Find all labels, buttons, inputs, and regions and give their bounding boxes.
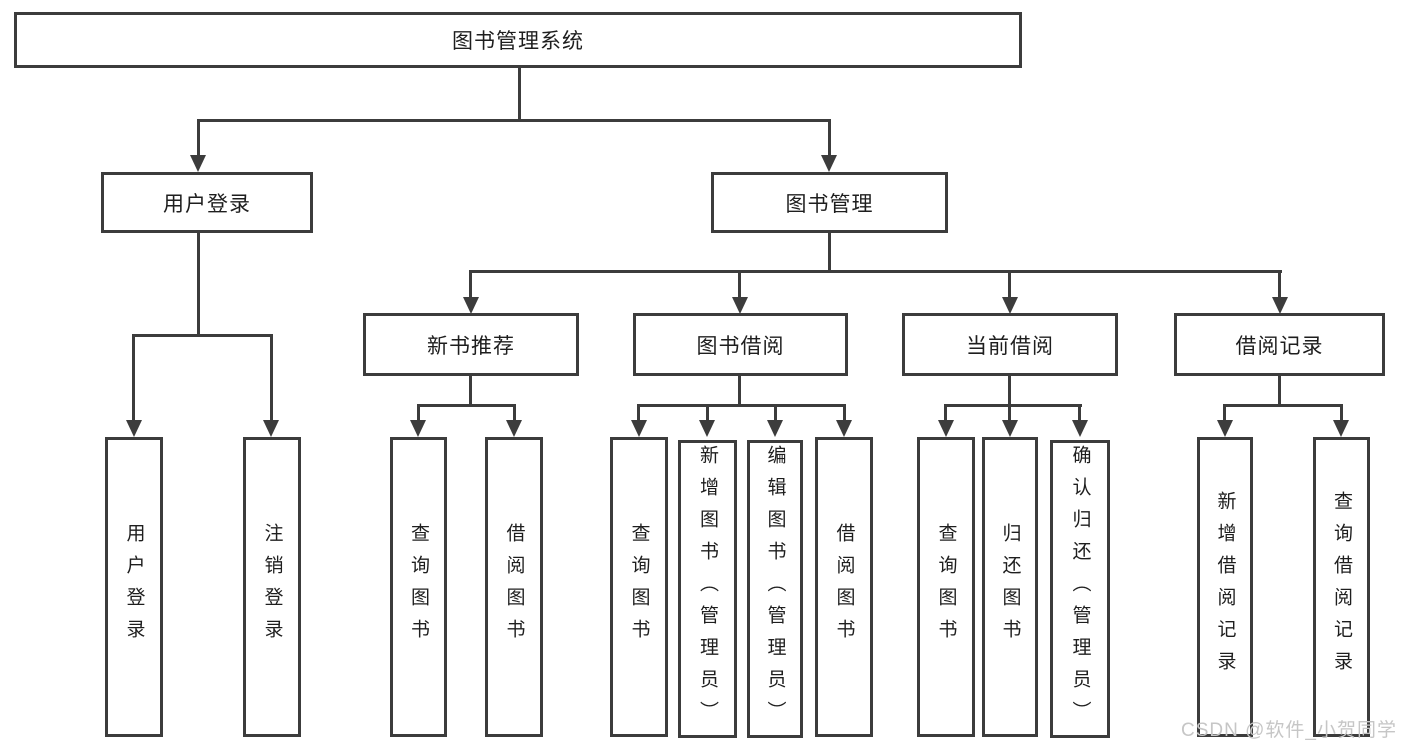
- arrow-down-icon-new-book: [463, 297, 479, 314]
- node-user-login: 用户登录: [101, 172, 313, 233]
- arrow-down-icon-leaf-edit-book: [767, 420, 783, 437]
- arrow-down-icon-book-management: [821, 155, 837, 172]
- leaf-return-book: 归还图书: [982, 437, 1038, 737]
- connector-borrow-records-branch: [1223, 404, 1343, 407]
- leaf-confirm-return-admin-label: 确认归还（管理员）: [1069, 445, 1091, 733]
- leaf-logout-label: 注销登录: [261, 523, 283, 651]
- arrow-down-icon-user-login: [190, 155, 206, 172]
- connector-leaf-shaft: [706, 404, 709, 422]
- arrow-down-icon-leaf-user-login: [126, 420, 142, 437]
- leaf-query-books-3-label: 查询图书: [935, 523, 957, 651]
- leaf-borrow-books-1: 借阅图书: [485, 437, 543, 737]
- node-book-management-label: 图书管理: [785, 192, 874, 216]
- leaf-query-books-2-label: 查询图书: [628, 523, 650, 651]
- connector-borrow-records-shaft: [1278, 270, 1281, 300]
- connector-root-branch: [197, 119, 831, 122]
- leaf-add-borrow-record-label: 新增借阅记录: [1214, 491, 1236, 683]
- connector-new-book-trunk: [469, 376, 472, 406]
- connector-leaf-shaft: [944, 404, 947, 422]
- connector-user-login-branch: [132, 334, 273, 337]
- connector-book-management-shaft: [828, 119, 831, 157]
- connector-leaf-shaft: [417, 404, 420, 422]
- node-new-book-recommend: 新书推荐: [363, 313, 579, 376]
- leaf-query-books-2: 查询图书: [610, 437, 668, 737]
- connector-leaf-shaft: [774, 404, 777, 422]
- arrow-down-icon-borrow-records: [1272, 297, 1288, 314]
- connector-new-book-branch: [417, 404, 516, 407]
- leaf-return-book-label: 归还图书: [999, 523, 1021, 651]
- arrow-down-icon-leaf-return-book: [1002, 420, 1018, 437]
- arrow-down-icon-book-borrow: [732, 297, 748, 314]
- node-current-borrow-label: 当前借阅: [966, 334, 1054, 358]
- arrow-down-icon-leaf-borrow-books-1: [506, 420, 522, 437]
- node-current-borrow: 当前借阅: [902, 313, 1118, 376]
- leaf-borrow-books-2-label: 借阅图书: [833, 523, 855, 651]
- leaf-logout: 注销登录: [243, 437, 301, 737]
- leaf-edit-book-admin: 编辑图书（管理员）: [747, 440, 803, 738]
- node-book-borrow: 图书借阅: [633, 313, 848, 376]
- leaf-edit-book-admin-label: 编辑图书（管理员）: [764, 445, 786, 733]
- leaf-query-borrow-record: 查询借阅记录: [1313, 437, 1370, 737]
- connector-new-book-shaft: [469, 270, 472, 300]
- connector-root-trunk: [518, 68, 521, 121]
- node-book-borrow-label: 图书借阅: [696, 334, 785, 358]
- connector-current-borrow-trunk: [1008, 376, 1011, 406]
- connector-leaf-shaft: [843, 404, 846, 422]
- connector-book-borrow-trunk: [738, 376, 741, 406]
- connector-book-management-trunk: [828, 233, 831, 272]
- node-root-label: 图书管理系统: [452, 30, 584, 53]
- connector-book-management-branch: [469, 270, 1282, 273]
- arrow-down-icon-leaf-query-books-3: [938, 420, 954, 437]
- arrow-down-icon-leaf-query-books-1: [410, 420, 426, 437]
- node-user-login-label: 用户登录: [163, 192, 251, 216]
- leaf-add-book-admin-label: 新增图书（管理员）: [697, 445, 718, 733]
- node-new-book-recommend-label: 新书推荐: [427, 334, 515, 358]
- arrow-down-icon-leaf-confirm-return: [1072, 420, 1088, 437]
- connector-leaf-shaft: [1008, 404, 1011, 422]
- arrow-down-icon-leaf-logout: [263, 420, 279, 437]
- leaf-add-book-admin: 新增图书（管理员）: [678, 440, 737, 738]
- leaf-user-login-label: 用户登录: [123, 523, 145, 651]
- node-book-management: 图书管理: [711, 172, 948, 233]
- leaf-user-login: 用户登录: [105, 437, 163, 737]
- connector-current-borrow-shaft: [1008, 270, 1011, 300]
- leaf-query-books-1: 查询图书: [390, 437, 447, 737]
- leaf-query-books-3: 查询图书: [917, 437, 975, 737]
- node-root: 图书管理系统: [14, 12, 1022, 68]
- connector-book-borrow-shaft: [738, 270, 741, 300]
- leaf-add-borrow-record: 新增借阅记录: [1197, 437, 1253, 737]
- connector-leaf-shaft: [1223, 404, 1226, 422]
- arrow-down-icon-leaf-query-books-2: [631, 420, 647, 437]
- leaf-borrow-books-1-label: 借阅图书: [503, 523, 525, 651]
- arrow-down-icon-leaf-add-record: [1217, 420, 1233, 437]
- connector-leaf-logout-shaft: [270, 334, 273, 421]
- connector-leaf-shaft: [637, 404, 640, 422]
- arrow-down-icon-leaf-query-record: [1333, 420, 1349, 437]
- arrow-down-icon-leaf-add-book: [699, 420, 715, 437]
- leaf-borrow-books-2: 借阅图书: [815, 437, 873, 737]
- connector-book-borrow-branch: [637, 404, 846, 407]
- connector-leaf-shaft: [1340, 404, 1343, 422]
- arrow-down-icon-leaf-borrow-books-2: [836, 420, 852, 437]
- arrow-down-icon-current-borrow: [1002, 297, 1018, 314]
- node-borrow-records-label: 借阅记录: [1235, 334, 1324, 358]
- connector-current-borrow-branch: [944, 404, 1082, 407]
- node-borrow-records: 借阅记录: [1174, 313, 1385, 376]
- connector-leaf-shaft: [513, 404, 516, 422]
- csdn-watermark: CSDN @软件_小贺同学: [1181, 720, 1397, 741]
- leaf-query-books-1-label: 查询图书: [408, 523, 429, 651]
- connector-borrow-records-trunk: [1278, 376, 1281, 406]
- connector-leaf-user-login-shaft: [132, 334, 135, 421]
- connector-user-login-shaft: [197, 119, 200, 157]
- leaf-confirm-return-admin: 确认归还（管理员）: [1050, 440, 1110, 738]
- connector-leaf-shaft: [1078, 404, 1081, 422]
- leaf-query-borrow-record-label: 查询借阅记录: [1331, 491, 1352, 683]
- connector-user-login-trunk: [197, 233, 200, 337]
